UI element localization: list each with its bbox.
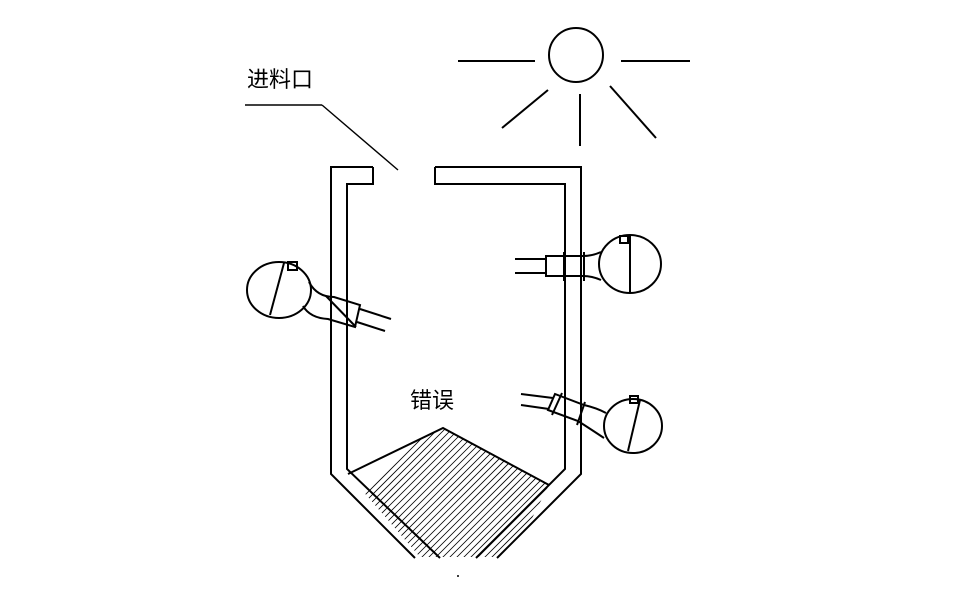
inlet-label: 进料口	[247, 68, 313, 93]
hatch-line	[446, 428, 549, 557]
right-lower-probe	[520, 392, 663, 454]
left-probe	[246, 261, 392, 332]
material-pile	[347, 420, 713, 560]
hopper-walls	[330, 166, 582, 559]
hatch-line	[460, 428, 549, 557]
hatch-line	[453, 428, 549, 557]
hatch-line	[488, 428, 549, 557]
hatch-line	[530, 428, 549, 557]
hatch-line	[348, 428, 441, 557]
hatch-line	[439, 428, 549, 557]
hatch-line	[481, 428, 549, 557]
bottom-dot	[457, 575, 459, 577]
hatch-line	[348, 428, 455, 557]
hatch-line	[432, 428, 549, 557]
hatch-line	[552, 420, 692, 560]
hatch-line	[474, 428, 549, 557]
hatch-line	[566, 420, 706, 560]
inlet-leader-line	[245, 104, 399, 171]
hatch-line	[348, 428, 448, 557]
hatch-line	[348, 428, 462, 557]
sun-icon	[458, 27, 690, 146]
hatch-line	[573, 420, 713, 560]
error-label: 错误	[410, 389, 454, 414]
hatch-line	[467, 428, 549, 557]
right-upper-probe	[515, 234, 662, 294]
